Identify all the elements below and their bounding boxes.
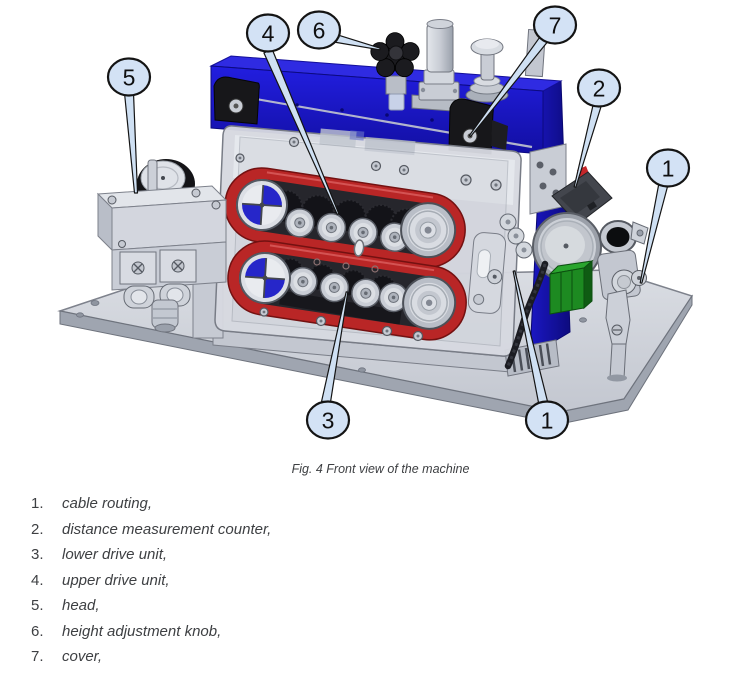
legend-item: 7. cover,	[31, 644, 711, 670]
leader-5	[123, 92, 139, 194]
drive-pulley	[402, 275, 457, 330]
figure-caption: Fig. 4 Front view of the machine	[291, 462, 470, 476]
legend-item-label: cable routing,	[62, 495, 153, 512]
legend-item-number: 7.	[31, 648, 44, 665]
idler-pulley	[236, 179, 288, 231]
legend-item-number: 5.	[31, 597, 44, 614]
head-assembly	[96, 159, 228, 333]
legend-item-label: height adjustment knob,	[62, 622, 222, 640]
clamp-left	[213, 76, 260, 125]
callout-balloon-3: 3	[305, 400, 351, 440]
callout-balloon-1-right: 1	[645, 148, 691, 188]
drive-rollers	[285, 208, 410, 252]
callout-balloon-6: 6	[296, 10, 342, 50]
plate-hole	[579, 317, 587, 323]
callout-number-6: 6	[313, 17, 326, 43]
legend-item-label: lower drive unit,	[62, 546, 168, 563]
legend-list: 1. cable routing, 2. distance measuremen…	[31, 491, 711, 670]
legend-item-label: distance measurement counter,	[62, 520, 272, 538]
cable-coil-texture	[506, 263, 547, 367]
upper-drive-unit	[224, 167, 466, 268]
panel-screws	[235, 136, 502, 342]
machine-body	[192, 19, 571, 377]
callout-number-4: 4	[262, 20, 275, 46]
right-assembly	[499, 143, 649, 382]
callout-balloon-4: 4	[245, 13, 291, 53]
callout-balloons: 4 6 7 5 2 1 3 1	[106, 5, 691, 440]
height-adjustment-knob	[370, 32, 420, 111]
clamp-ring	[599, 220, 649, 254]
head-pin	[147, 159, 158, 193]
legend-item: 6. height adjustment knob,	[31, 619, 711, 645]
callout-number-2: 2	[593, 75, 606, 101]
head-clamps	[119, 249, 197, 309]
machine-illustration: 4 6 7 5 2 1 3 1	[57, 5, 694, 440]
legend-item: 4. upper drive unit,	[31, 568, 711, 594]
legend-item: 2. distance measurement counter,	[31, 517, 711, 543]
plate-hole	[358, 367, 366, 373]
legend-item-label: upper drive unit,	[62, 571, 170, 589]
idler-pulley	[239, 252, 291, 304]
legend-item-number: 2.	[31, 520, 44, 538]
lower-drive-unit	[227, 240, 467, 341]
legend-item-label: head,	[62, 597, 100, 614]
callout-balloon-1-bottom: 1	[524, 400, 570, 440]
drive-pulley	[400, 202, 457, 259]
legend-item: 5. head,	[31, 593, 711, 619]
legend-item: 3. lower drive unit,	[31, 542, 711, 568]
callout-balloon-5: 5	[106, 57, 152, 97]
leader-6	[332, 33, 381, 51]
legend-item-label: cover,	[62, 648, 103, 665]
callout-number-3: 3	[322, 407, 335, 433]
callout-leaders	[123, 33, 669, 404]
callout-number-5: 5	[123, 64, 136, 90]
plate-hole	[76, 312, 84, 318]
callout-number-7: 7	[549, 12, 562, 38]
pneumatic-cylinder	[411, 19, 467, 113]
tension-bracket	[467, 232, 507, 314]
hinge-barrels	[499, 213, 533, 259]
callout-balloon-7: 7	[532, 5, 578, 45]
callout-number-1: 1	[541, 407, 554, 433]
plate-hole	[90, 300, 100, 306]
cable-routing-arm	[597, 249, 647, 382]
green-block	[548, 259, 594, 315]
wire-guide	[353, 239, 365, 257]
legend-item-number: 6.	[31, 622, 44, 640]
legend-item-number: 3.	[31, 546, 44, 563]
callout-balloon-2: 2	[576, 68, 622, 108]
mushroom-knob	[465, 38, 509, 103]
legend-item-number: 4.	[31, 571, 44, 589]
legend-item-number: 1.	[31, 495, 44, 512]
drive-rollers	[288, 266, 409, 313]
machine-figure: 4 6 7 5 2 1 3 1	[57, 5, 694, 440]
head-nozzle	[151, 299, 179, 333]
head-screws	[107, 188, 221, 248]
legend-item: 1. cable routing,	[31, 491, 711, 517]
callout-number-1: 1	[662, 155, 675, 181]
